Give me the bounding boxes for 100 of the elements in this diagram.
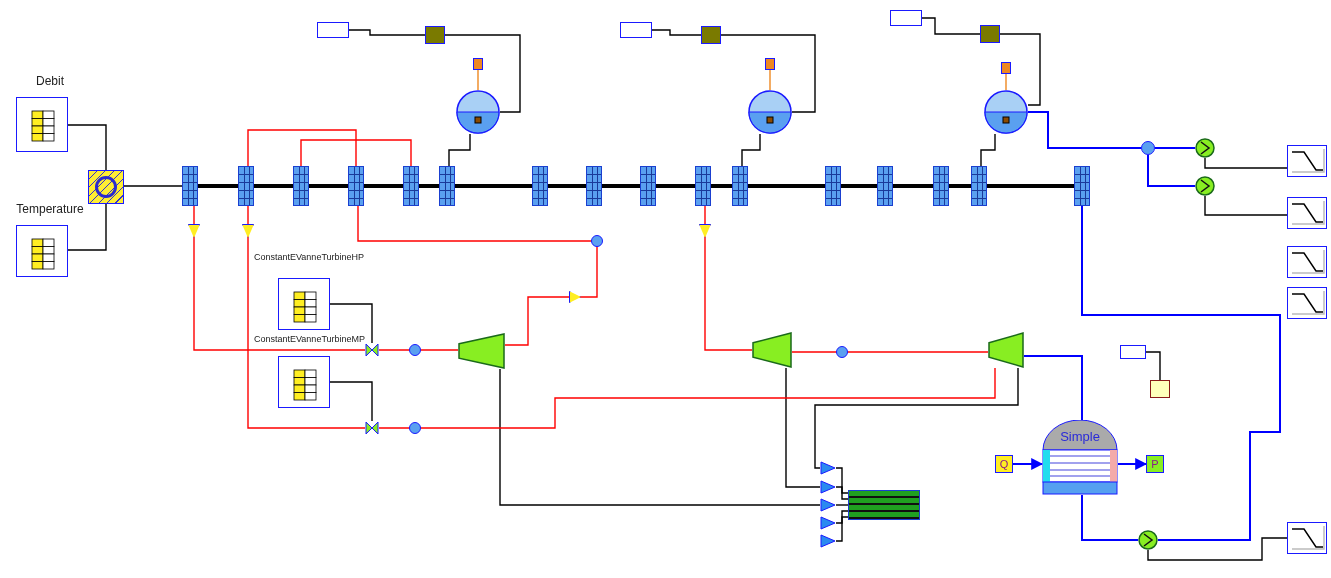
inlet-triangle [820, 498, 836, 512]
table-title: Temperature [15, 202, 85, 217]
pump-drawing [1138, 530, 1158, 550]
inlet-triangle [820, 461, 836, 475]
pipe-line [1147, 537, 1288, 561]
turbine-drawing [458, 333, 505, 369]
pipe-line [1081, 494, 1139, 541]
pipe-line [378, 349, 459, 351]
pipe-line [1027, 111, 1142, 149]
drum-drawing [748, 90, 792, 134]
pipe-line [67, 203, 107, 251]
pipe-line [419, 184, 439, 188]
drum-drawing [984, 90, 1028, 134]
turbine-drawing [988, 332, 1024, 368]
pipe-line [841, 184, 877, 188]
pump-drawing [1195, 138, 1215, 158]
pipe-line [835, 516, 849, 542]
arrow [1117, 458, 1148, 470]
table-title: ConstantEVanneTurbineHP [254, 252, 365, 263]
heat-exchanger-block [238, 166, 254, 206]
pipe-line [357, 205, 598, 346]
heat-exchanger-block [439, 166, 455, 206]
pipe-line [835, 467, 849, 494]
pipe-line [835, 486, 849, 500]
arrow [1012, 458, 1044, 470]
mixer-block [848, 490, 920, 520]
heat-exchanger-block [732, 166, 748, 206]
pipe-line [364, 184, 403, 188]
drum-drawing [456, 90, 500, 134]
pipe-line [720, 34, 816, 113]
pipe-line [835, 504, 849, 506]
pipe-line [814, 367, 1019, 469]
curve-plot-block [1287, 145, 1327, 177]
pipe-line [455, 184, 532, 188]
pump-drawing [1195, 176, 1215, 196]
pipe-line [987, 184, 1074, 188]
controller-block [701, 26, 721, 44]
pipe-line [254, 184, 293, 188]
inlet-triangle [820, 480, 836, 494]
pipe-line [198, 184, 238, 188]
curve-plot-block [1287, 522, 1327, 554]
pipe-line [949, 184, 971, 188]
controller-block [1150, 380, 1170, 398]
junction-circle [1141, 141, 1155, 155]
pipe-line [499, 368, 821, 506]
pipe-line [1204, 157, 1288, 169]
pipe-line [711, 184, 732, 188]
pipe-line [548, 184, 586, 188]
inlet-triangle [820, 516, 836, 530]
pipe-line [656, 184, 695, 188]
flow-source-block [88, 170, 124, 204]
pipe-line [651, 29, 702, 36]
pipe-line [448, 133, 471, 167]
heat-exchanger-block [877, 166, 893, 206]
table-title: Debit [35, 74, 65, 89]
pipe-line [704, 205, 753, 351]
pipe-line [769, 69, 771, 91]
level-sensor-block [1001, 62, 1011, 74]
heat-exchanger-block [1074, 166, 1090, 206]
controller-block [425, 26, 445, 44]
heat-exchanger-block [640, 166, 656, 206]
heat-exchanger-block [293, 166, 309, 206]
display-block [317, 22, 349, 38]
pipe-line [1204, 195, 1288, 216]
controller-block [980, 25, 1000, 43]
display-block [890, 10, 922, 26]
sink-block: P [1146, 455, 1164, 473]
pipe-line [300, 139, 412, 167]
pipe-line [247, 205, 366, 429]
pipe-line [1081, 205, 1281, 541]
pipe-line [785, 367, 821, 488]
pipe-line [309, 184, 348, 188]
curve-plot-block [1287, 246, 1327, 278]
curve-plot-block [1287, 287, 1327, 319]
condenser-label: Simple [1059, 429, 1101, 444]
heat-exchanger-block [403, 166, 419, 206]
pipe-line [791, 351, 989, 353]
table-title: ConstantEVanneTurbineMP [254, 334, 366, 345]
heat-exchanger-block [348, 166, 364, 206]
pipe-line [1005, 73, 1007, 91]
pipe-line [835, 510, 849, 524]
heat-exchanger-block [933, 166, 949, 206]
turbine-drawing [752, 332, 792, 368]
pipe-line [67, 124, 107, 171]
pipe-line [1147, 154, 1196, 187]
pipe-line [477, 69, 479, 91]
display-block [1120, 345, 1146, 359]
pipe-line [329, 303, 373, 344]
pipe-line [741, 133, 761, 167]
pipe-line [893, 184, 933, 188]
heat-exchanger-block [182, 166, 198, 206]
heat-exchanger-block [695, 166, 711, 206]
inlet-triangle [820, 534, 836, 548]
level-sensor-block [765, 58, 775, 70]
heat-exchanger-block [532, 166, 548, 206]
pipe-line [329, 381, 373, 422]
curve-plot-block [1287, 197, 1327, 229]
heat-exchanger-block [971, 166, 987, 206]
pipe-line [980, 133, 996, 167]
pipe-line [123, 185, 183, 187]
